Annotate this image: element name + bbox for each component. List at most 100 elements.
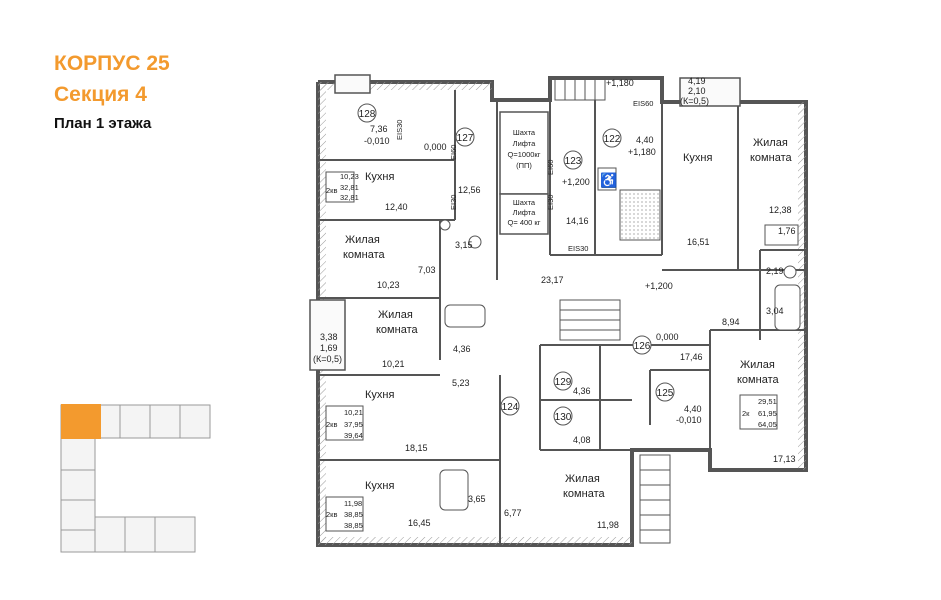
area-0-000-b: 0,000: [656, 332, 679, 342]
kitchen-label-4: Кухня: [683, 152, 712, 164]
area-plus-1-200-b: +1,200: [645, 281, 673, 291]
area-16-45: 16,45: [408, 518, 431, 528]
apt-4-line-1: 29,51: [758, 397, 777, 406]
area-4-36-b: 4,36: [573, 386, 591, 396]
room-number-125: 125: [657, 388, 674, 399]
area-10-23: 10,23: [377, 280, 400, 290]
key-plan-highlighted-section: [61, 404, 101, 439]
building-title: КОРПУС 25: [54, 52, 170, 75]
apartment-info-boxes: [325, 171, 778, 532]
area-12-40: 12,40: [385, 202, 408, 212]
area-4-40-a: 4,40: [684, 404, 702, 414]
fire-rating-7: EIS60: [633, 99, 653, 108]
elevator-shaft-2: [499, 193, 549, 235]
area-12-38: 12,38: [769, 205, 792, 215]
key-plan-block-bottom: [94, 516, 196, 553]
apt-3-line-1: 11,98: [344, 499, 362, 508]
fire-rating-4: EI60: [546, 160, 555, 175]
room-number-123: 123: [565, 156, 582, 167]
accessibility-icon: ♿: [600, 172, 617, 189]
kitchen-label-2: Кухня: [365, 389, 394, 401]
apt-1-line-2: 32,81: [340, 183, 359, 192]
area-2-19: 2,19: [766, 266, 784, 276]
apt-1-rooms: 2кв: [326, 186, 337, 195]
area-4-08: 4,08: [573, 435, 591, 445]
apt-2-line-2: 37,95: [344, 420, 363, 429]
apt-3-rooms: 2кв: [326, 510, 337, 519]
living-label-3a: Жилая: [565, 473, 600, 485]
area-23-17: 23,17: [541, 275, 564, 285]
area-0-000-a: 0,000: [424, 142, 447, 152]
ramp-area: [619, 189, 661, 241]
apt-3-line-2: 38,85: [344, 510, 363, 519]
lift-1-line-2: Лифта: [513, 139, 536, 148]
bathroom-fixtures: [439, 219, 801, 511]
area-7-03: 7,03: [418, 265, 436, 275]
area-2-10: 2,10: [688, 86, 706, 96]
area-plus-1-200-a: +1,200: [562, 177, 590, 187]
living-label-4a: Жилая: [753, 137, 788, 149]
kitchen-label-3: Кухня: [365, 480, 394, 492]
living-label-1a: Жилая: [345, 234, 380, 246]
apt-1-line-3: 32,81: [340, 193, 359, 202]
stairs: [554, 77, 671, 544]
area-3-38: 3,38: [320, 332, 338, 342]
room-number-122: 122: [604, 134, 621, 145]
area-k05-a: (К=0,5): [313, 354, 342, 364]
area-17-46: 17,46: [680, 352, 703, 362]
fire-rating-3: EIS30: [395, 120, 404, 140]
living-label-4b: комната: [750, 152, 792, 164]
room-number-128: 128: [359, 109, 376, 120]
living-label-1b: комната: [343, 249, 385, 261]
lift-1-line-4: (ПП): [516, 161, 532, 170]
lift-1-line-1: Шахта: [513, 128, 536, 137]
area-17-13: 17,13: [773, 454, 796, 464]
apt-2-line-3: 39,64: [344, 431, 363, 440]
kitchen-label-1: Кухня: [365, 171, 394, 183]
area-3-65: 3,65: [468, 494, 486, 504]
area-neg-0-010-a: -0,010: [364, 136, 390, 146]
area-4-40-b: 4,40: [636, 135, 654, 145]
area-5-23: 5,23: [452, 378, 470, 388]
area-3-04: 3,04: [766, 306, 784, 316]
living-label-5a: Жилая: [740, 359, 775, 371]
fire-rating-1: EI60: [449, 145, 458, 160]
apt-1-line-1: 10,23: [340, 172, 359, 181]
balconies: [309, 74, 741, 371]
key-plan-block-left: [60, 437, 96, 553]
area-11-98: 11,98: [597, 520, 619, 530]
area-1-69: 1,69: [320, 343, 338, 353]
fire-rating-5: EI30: [546, 195, 555, 210]
area-6-77: 6,77: [504, 508, 522, 518]
lift-2-line-2: Лифта: [513, 208, 536, 217]
area-1-76: 1,76: [778, 226, 796, 236]
area-4-36-a: 4,36: [453, 344, 471, 354]
room-number-129: 129: [555, 377, 572, 388]
area-10-21: 10,21: [382, 359, 405, 369]
apt-2-line-1: 10,21: [344, 408, 363, 417]
lift-2-line-3: Q= 400 кг: [508, 218, 541, 227]
living-label-2b: комната: [376, 324, 418, 336]
area-3-15: 3,15: [455, 240, 473, 250]
apt-3-line-3: 38,85: [344, 521, 363, 530]
apt-2-rooms: 2кв: [326, 420, 337, 429]
area-plus-1-180-a: +1,180: [606, 78, 634, 88]
area-7-36: 7,36: [370, 124, 388, 134]
interior-walls: [318, 90, 806, 545]
area-plus-1-180-b: +1,180: [628, 147, 656, 157]
floor-plan-title: План 1 этажа: [54, 115, 152, 132]
area-k05-b: (К=0,5): [680, 96, 709, 106]
area-18-15: 18,15: [405, 443, 428, 453]
area-12-56: 12,56: [458, 185, 481, 195]
area-neg-0-010-b: -0,010: [676, 415, 702, 425]
apt-4-line-2: 61,95: [758, 409, 777, 418]
lift-1-line-3: Q=1000кг: [508, 150, 541, 159]
room-number-127: 127: [457, 133, 474, 144]
living-label-3b: комната: [563, 488, 605, 500]
living-label-2a: Жилая: [378, 309, 413, 321]
room-number-markers: [357, 103, 675, 426]
room-number-130: 130: [555, 412, 572, 423]
room-number-124: 124: [502, 402, 519, 413]
